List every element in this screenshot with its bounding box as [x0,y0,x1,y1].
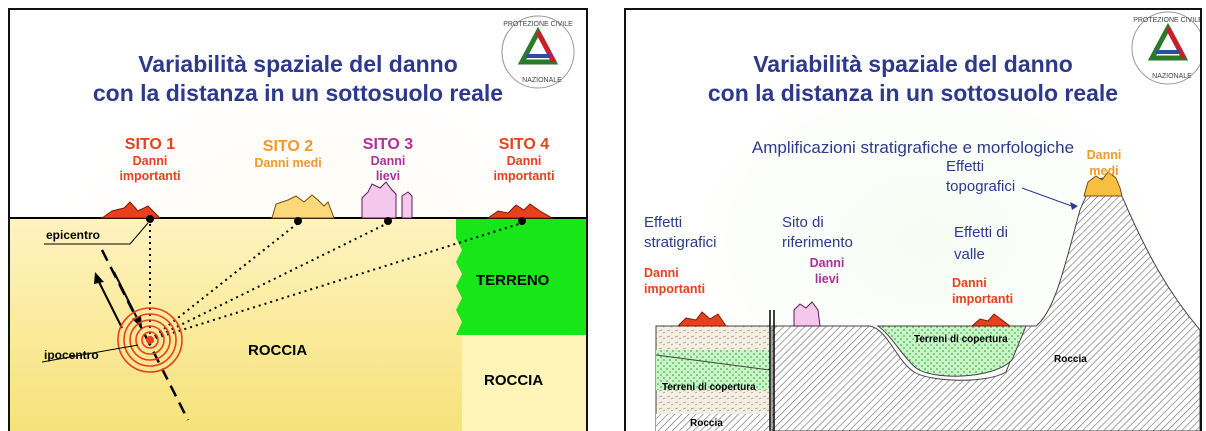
left-cover-label: Terreni di copertura [662,382,756,393]
ref-site-line1: Sito di [782,214,824,231]
right-rock-label: Roccia [1054,354,1087,365]
site1-damage-shape [100,201,162,219]
site4-damage-shape [486,203,554,219]
topo-damage-shape [1083,171,1123,197]
site4-name: SITO 4 [498,136,550,153]
logo2-text-top: PROTEZIONE CIVILE [1133,17,1202,24]
valley-damage-line1: Danni [952,276,987,290]
epicenter-leader-2 [129,222,149,245]
logo-text-bottom: NAZIONALE [522,77,562,84]
site2-point [294,217,302,225]
site3-damage-shape-2 [401,191,413,219]
slide2-title-line1: Variabilità spaziale del danno [753,51,1073,77]
hypocenter-label: ipocentro [44,348,99,362]
hypocenter-waves [117,307,183,373]
site4-damage-line1: Danni [506,154,542,168]
site1-damage-line2: importanti [119,169,181,183]
soil-layer [456,218,586,335]
ref-damage-line2: lievi [814,272,840,286]
left-cover-soil [656,350,770,390]
fault-arrow-up [97,279,123,329]
site2-damage: Danni medi [254,156,322,170]
slide2-diagram [655,50,1200,431]
slide-stratigraphic-amplification: Variabilità spaziale del danno con la di… [624,8,1202,431]
valley-damage-shape [970,313,1012,327]
strat-effects-line2: stratigrafici [644,234,717,251]
site2-name: SITO 2 [262,138,314,155]
fault-arrow-up-head [94,272,104,284]
topo-effects-line1: Effetti [946,158,985,175]
site3-damage-shape [361,181,397,219]
strat-damage-shape [676,311,727,327]
protezione-civile-logo: PROTEZIONE CIVILE NAZIONALE [500,14,576,90]
site1-name: SITO 1 [124,136,176,153]
strat-damage-line1: Danni [644,266,679,280]
protezione-civile-logo-2: PROTEZIONE CIVILE NAZIONALE [1130,10,1202,86]
site1-damage-line1: Danni [132,154,168,168]
hypocenter-leader [41,344,139,363]
rock-right-label: ROCCIA [484,372,544,389]
valley-cover-soil [876,325,1027,377]
topo-arrow [1021,187,1075,208]
fault-line [100,249,190,421]
left-rock-label: Roccia [690,418,723,429]
slide1-diagram [10,70,586,431]
slide1-title-line1: Variabilità spaziale del danno [138,51,458,77]
logo2-text-bottom: NAZIONALE [1152,73,1192,80]
site4-point [518,217,526,225]
valley-effects-line2: valle [954,246,985,263]
valley-damage-line2: importanti [952,292,1014,306]
rock-under-soil [462,335,586,431]
site3-point [384,217,392,225]
ref-damage-line1: Danni [809,256,845,270]
logo-text-top: PROTEZIONE CIVILE [503,21,573,28]
site2-damage-shape [271,194,335,219]
valley-cover-label: Terreni di copertura [914,334,1008,345]
slide2-subtitle: Amplificazioni stratigrafiche e morfolog… [751,138,1075,157]
topo-arrow-head [1070,202,1078,210]
topo-damage-line2: medi [1089,164,1119,178]
topo-effects-line2: topografici [946,178,1016,195]
site3-damage-line1: Danni [370,154,406,168]
ref-damage-shape [793,301,821,327]
valley-effects-line1: Effetti di [954,224,1008,241]
hypocenter-point [146,336,154,344]
site1-point [146,215,154,223]
slide1-title-line2: con la distanza in un sottosuolo reale [92,80,504,106]
site3-name: SITO 3 [362,136,414,153]
left-rock [656,414,770,431]
bedrock-hatched [771,177,1200,431]
slide2-title-line2: con la distanza in un sottosuolo reale [707,80,1119,106]
ref-site-line2: riferimento [782,234,853,251]
rock-label: ROCCIA [248,342,308,359]
topo-damage-line1: Danni [1086,148,1122,162]
slide-spatial-variability: Variabilità spaziale del danno con la di… [8,8,588,431]
soil-label: TERRENO [476,272,550,289]
site4-damage-line2: importanti [493,169,555,183]
left-strata-line [655,354,771,371]
strat-effects-line1: Effetti [644,214,683,231]
site3-damage-line2: lievi [375,169,401,183]
strat-damage-line2: importanti [644,282,706,296]
epicenter-label: epicentro [46,228,101,242]
